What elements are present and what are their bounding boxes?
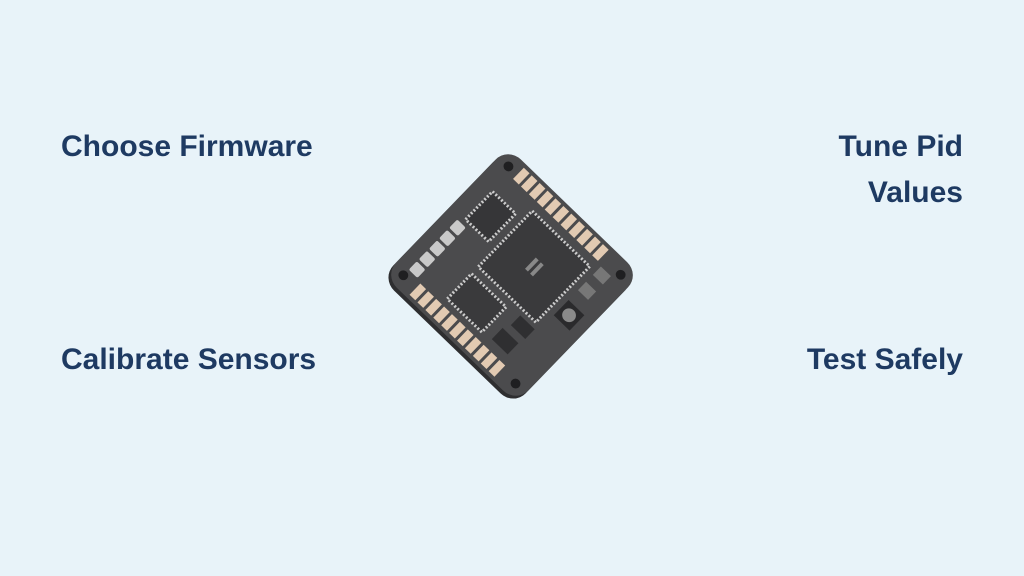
step-tune-pid-line1: Tune Pid <box>838 130 963 163</box>
step-choose-firmware: Choose Firmware <box>61 130 313 163</box>
step-tune-pid-line2: Values <box>867 176 963 209</box>
flight-controller-board-icon <box>388 154 633 399</box>
step-calibrate-sensors: Calibrate Sensors <box>61 343 317 376</box>
step-test-safely: Test Safely <box>806 343 963 376</box>
step-tune-pid-values: Tune Pid Values <box>839 124 963 216</box>
